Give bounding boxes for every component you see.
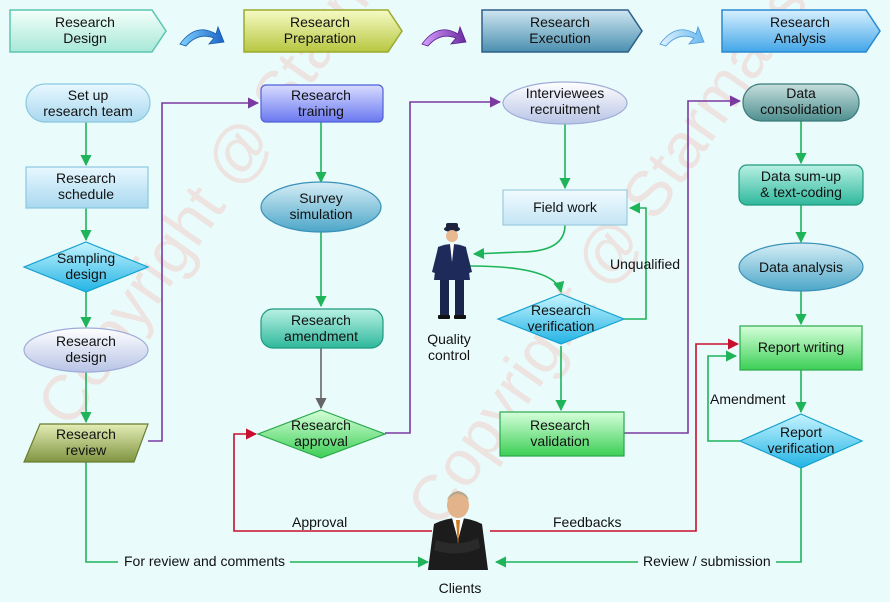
- phase-arrow-2: [421, 25, 467, 47]
- arrow-quality-to-verification: [469, 265, 565, 294]
- node-research-approval: Research approval: [256, 409, 387, 459]
- arrow-approval-to-recruitment: [385, 96, 502, 434]
- node-survey-simulation: Survey simulation: [260, 181, 382, 233]
- svg-text:approval: approval: [294, 433, 348, 449]
- quality-control-inspector-icon: [432, 223, 472, 319]
- node-research-training: Research training: [260, 84, 384, 123]
- arrow-unqualified-loop: [624, 202, 647, 320]
- svg-text:verification: verification: [528, 318, 595, 334]
- arrow-validation-to-consolidation: [624, 95, 742, 434]
- node-research-verification: Research verification: [496, 293, 626, 345]
- svg-text:Research: Research: [56, 170, 116, 186]
- svg-text:Execution: Execution: [529, 30, 590, 46]
- svg-text:Report writing: Report writing: [758, 339, 844, 355]
- arrow-fieldwork-to-quality: [472, 224, 566, 260]
- svg-text:Set up: Set up: [68, 87, 109, 103]
- svg-text:training: training: [298, 103, 344, 119]
- edge-label-amendment: Amendment: [710, 391, 786, 407]
- svg-text:schedule: schedule: [58, 186, 114, 202]
- arrow-clients-feedbacks: [490, 338, 740, 532]
- svg-text:Sampling: Sampling: [57, 250, 115, 266]
- edge-label-review-submission: Review / submission: [643, 553, 771, 569]
- svg-text:recruitment: recruitment: [530, 101, 600, 117]
- svg-text:research team: research team: [43, 103, 132, 119]
- svg-text:& text-coding: & text-coding: [760, 184, 842, 200]
- phase-research-analysis: Research Analysis: [721, 9, 881, 53]
- node-research-validation: Research validation: [499, 411, 625, 457]
- svg-text:Data: Data: [786, 85, 816, 101]
- arrow-verification-to-clients: [494, 468, 802, 568]
- svg-text:Research: Research: [56, 426, 116, 442]
- svg-text:consolidation: consolidation: [760, 101, 842, 117]
- edge-label-unqualified: Unqualified: [610, 256, 680, 272]
- arrow-review-to-clients: [85, 462, 430, 568]
- edge-label-approval: Approval: [292, 514, 347, 530]
- svg-text:Field work: Field work: [533, 199, 598, 215]
- node-field-work: Field work: [502, 189, 628, 226]
- svg-text:Data analysis: Data analysis: [759, 259, 843, 275]
- svg-text:Research: Research: [530, 14, 590, 30]
- svg-text:verification: verification: [768, 440, 835, 456]
- svg-text:Research: Research: [291, 417, 351, 433]
- phase-research-preparation: Research Preparation: [243, 9, 403, 53]
- svg-text:Research: Research: [56, 333, 116, 349]
- svg-text:Interviewees: Interviewees: [526, 85, 605, 101]
- svg-text:Research: Research: [291, 87, 351, 103]
- svg-text:Design: Design: [63, 30, 107, 46]
- edge-label-for-review: For review and comments: [124, 553, 285, 569]
- node-data-consolidation: Data consolidation: [742, 83, 860, 122]
- svg-text:design: design: [65, 349, 106, 365]
- clients-label: Clients: [439, 580, 482, 596]
- svg-text:Research: Research: [291, 312, 351, 328]
- svg-text:amendment: amendment: [284, 328, 358, 344]
- svg-text:Report: Report: [780, 424, 822, 440]
- svg-text:Research: Research: [531, 302, 591, 318]
- svg-text:Survey: Survey: [299, 190, 343, 206]
- arrow-clients-approval: [233, 428, 432, 532]
- edge-label-feedbacks: Feedbacks: [553, 514, 621, 530]
- svg-text:Research: Research: [770, 14, 830, 30]
- node-research-schedule: Research schedule: [25, 166, 149, 209]
- node-data-analysis: Data analysis: [738, 242, 864, 292]
- phase-research-design: Research Design: [9, 9, 167, 53]
- arrow-amendment-loop: [707, 350, 740, 442]
- svg-text:validation: validation: [530, 433, 589, 449]
- svg-text:Research: Research: [290, 14, 350, 30]
- node-data-sum-up: Data sum-up & text-coding: [738, 164, 864, 206]
- svg-text:Research: Research: [530, 417, 590, 433]
- node-set-up-research-team: Set up research team: [25, 83, 151, 123]
- clients-businessman-icon: [428, 491, 488, 570]
- node-research-design: Research design: [23, 327, 149, 373]
- svg-text:Data sum-up: Data sum-up: [761, 168, 841, 184]
- svg-text:Research: Research: [55, 14, 115, 30]
- svg-text:review: review: [66, 442, 107, 458]
- svg-text:Analysis: Analysis: [774, 30, 826, 46]
- node-sampling-design: Sampling design: [22, 241, 150, 293]
- arrow-review-to-training: [148, 97, 260, 442]
- quality-control-label-2: control: [428, 347, 470, 363]
- node-report-verification: Report verification: [738, 413, 864, 469]
- phase-arrow-1: [179, 25, 225, 47]
- svg-text:simulation: simulation: [289, 206, 352, 222]
- svg-text:Preparation: Preparation: [284, 30, 356, 46]
- node-report-writing: Report writing: [739, 325, 863, 371]
- svg-text:design: design: [65, 266, 106, 282]
- phase-research-execution: Research Execution: [481, 9, 643, 53]
- node-research-review: Research review: [23, 423, 149, 463]
- node-research-amendment: Research amendment: [260, 308, 384, 349]
- node-interviewees-recruitment: Interviewees recruitment: [502, 81, 628, 125]
- quality-control-label-1: Quality: [427, 331, 471, 347]
- phase-arrow-3: [659, 25, 705, 47]
